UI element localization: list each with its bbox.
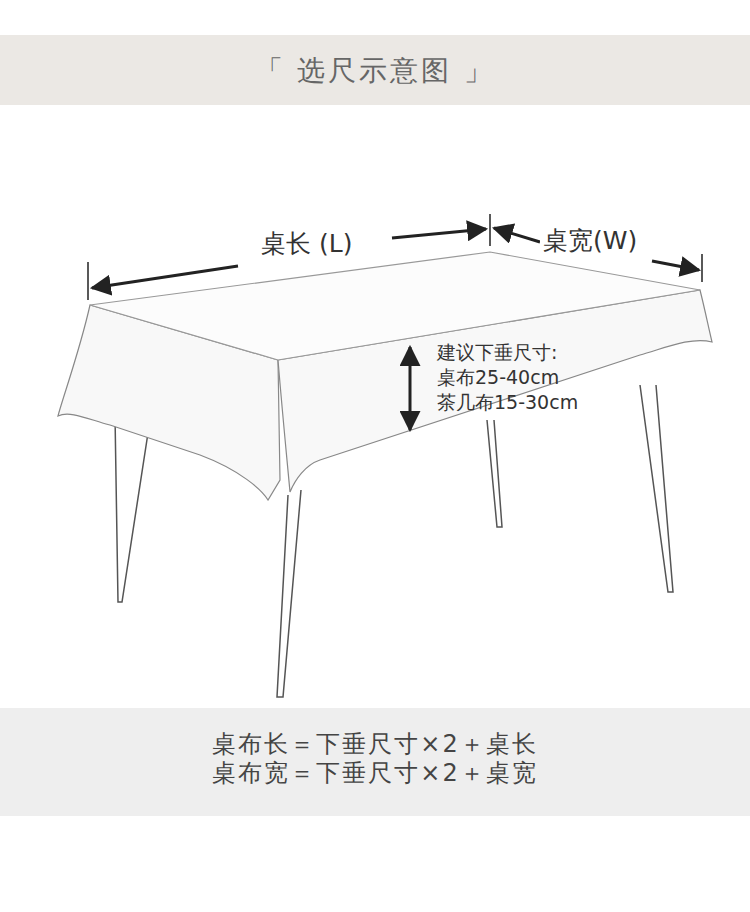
formula: 桌布宽＝下垂尺寸×2＋桌宽: [0, 760, 750, 786]
drop-note: 桌布25-40cm: [437, 367, 559, 388]
length-label: 桌长 (L): [258, 230, 355, 258]
formula: 桌布长＝下垂尺寸×2＋桌长: [0, 731, 750, 757]
drop-note: 茶几布15-30cm: [437, 392, 578, 413]
width-label: 桌宽(W): [540, 227, 640, 255]
title: 「 选尺示意图 」: [0, 52, 750, 90]
drop-note: 建议下垂尺寸:: [437, 342, 557, 363]
